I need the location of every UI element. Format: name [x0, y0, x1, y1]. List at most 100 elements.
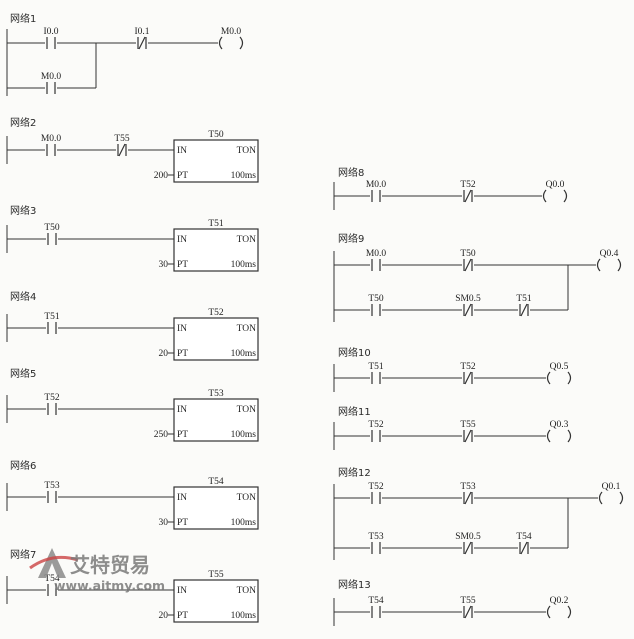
- nc-slash: [118, 143, 126, 157]
- timer-in-label: IN: [177, 146, 187, 156]
- network-title: 网络5: [10, 367, 36, 380]
- timer-box: [173, 139, 259, 183]
- timer-pt-label: PT: [177, 260, 188, 270]
- no-contact: T54: [368, 596, 384, 618]
- coil-label: Q0.3: [550, 420, 569, 430]
- timer-name: T54: [208, 477, 224, 487]
- timer-preset: 30: [159, 518, 169, 528]
- contact-label: T53: [460, 482, 476, 492]
- coil-left-arc: [218, 36, 223, 50]
- timer-in-label: IN: [177, 405, 187, 415]
- network-title: 网络8: [338, 166, 364, 179]
- network-title: 网络6: [10, 459, 36, 472]
- network-title: 网络4: [10, 290, 36, 303]
- contact-label: I0.0: [43, 27, 58, 37]
- timer-type: TON: [237, 405, 256, 415]
- nc-contact: T55: [460, 596, 476, 619]
- coil-label: Q0.0: [546, 180, 565, 190]
- coil-label: Q0.4: [600, 249, 619, 259]
- no-contact: M0.0: [41, 134, 62, 156]
- contact-label: T54: [516, 532, 532, 542]
- nc-slash: [464, 491, 472, 505]
- contact-label: M0.0: [41, 134, 62, 144]
- contact-label: T55: [460, 420, 476, 430]
- timer-type: TON: [237, 324, 256, 334]
- timer-name: T51: [208, 219, 224, 229]
- nc-contact: T55: [114, 134, 130, 157]
- coil-left-arc: [598, 491, 603, 505]
- contact-label: T55: [114, 134, 130, 144]
- watermark-url: www.aitmy.com: [54, 578, 165, 593]
- network-title: 网络13: [338, 578, 371, 591]
- no-contact: T53: [368, 532, 384, 554]
- timer-pt-label: PT: [177, 349, 188, 359]
- contact-label: T53: [44, 481, 60, 491]
- coil-label: M0.0: [221, 27, 242, 37]
- nc-contact: T52: [460, 362, 476, 385]
- timer-preset: 200: [154, 171, 169, 181]
- nc-contact: T50: [460, 249, 476, 272]
- timer-name: T55: [208, 570, 224, 580]
- contact-label: M0.0: [41, 72, 62, 82]
- no-contact: M0.0: [366, 180, 386, 202]
- nc-slash: [464, 541, 472, 555]
- timer-preset: 20: [159, 611, 169, 621]
- timer-pt-label: PT: [177, 430, 188, 440]
- contact-label: T52: [460, 362, 476, 372]
- network-title: 网络12: [338, 466, 371, 479]
- contact-label: T51: [368, 362, 384, 372]
- timer-name: T53: [208, 389, 224, 399]
- nc-contact: T54: [516, 532, 532, 555]
- coil-right-arc: [567, 371, 572, 385]
- timer-name: T50: [208, 130, 224, 140]
- coil-label: Q0.1: [602, 482, 621, 492]
- coil-right-arc: [563, 189, 568, 203]
- timer-type: TON: [237, 146, 256, 156]
- timer-box: [173, 486, 259, 530]
- coil-label: Q0.5: [550, 362, 569, 372]
- contact-label: T53: [368, 532, 384, 542]
- nc-contact: T51: [516, 294, 532, 317]
- timer-preset: 20: [159, 349, 169, 359]
- nc-slash: [138, 36, 146, 50]
- coil-left-arc: [546, 371, 551, 385]
- timer-box: [173, 579, 259, 623]
- network-title: 网络10: [338, 346, 371, 359]
- contact-label: T52: [368, 482, 384, 492]
- coil-right-arc: [619, 491, 624, 505]
- contact-label: SM0.5: [455, 294, 481, 304]
- nc-slash: [520, 303, 528, 317]
- no-contact: T52: [368, 420, 384, 442]
- nc-contact: T53: [460, 482, 476, 505]
- output-coil: Q0.2: [546, 596, 572, 619]
- timer-box: [173, 398, 259, 442]
- no-contact: T50: [368, 294, 384, 316]
- coil-label: Q0.2: [550, 596, 569, 606]
- output-coil: Q0.1: [598, 482, 624, 505]
- timer-pt-label: PT: [177, 518, 188, 528]
- timer-in-label: IN: [177, 493, 187, 503]
- no-contact: T53: [44, 481, 60, 503]
- contact-label: T52: [460, 180, 476, 190]
- timer-pt-label: PT: [177, 611, 188, 621]
- timer-unit: 100ms: [231, 611, 257, 621]
- timer-unit: 100ms: [231, 171, 257, 181]
- timer-name: T52: [208, 308, 224, 318]
- coil-right-arc: [567, 429, 572, 443]
- timer-type: TON: [237, 586, 256, 596]
- no-contact: T54: [44, 574, 60, 596]
- contact-label: T50: [368, 294, 384, 304]
- no-contact: M0.0: [366, 249, 386, 271]
- coil-right-arc: [239, 36, 244, 50]
